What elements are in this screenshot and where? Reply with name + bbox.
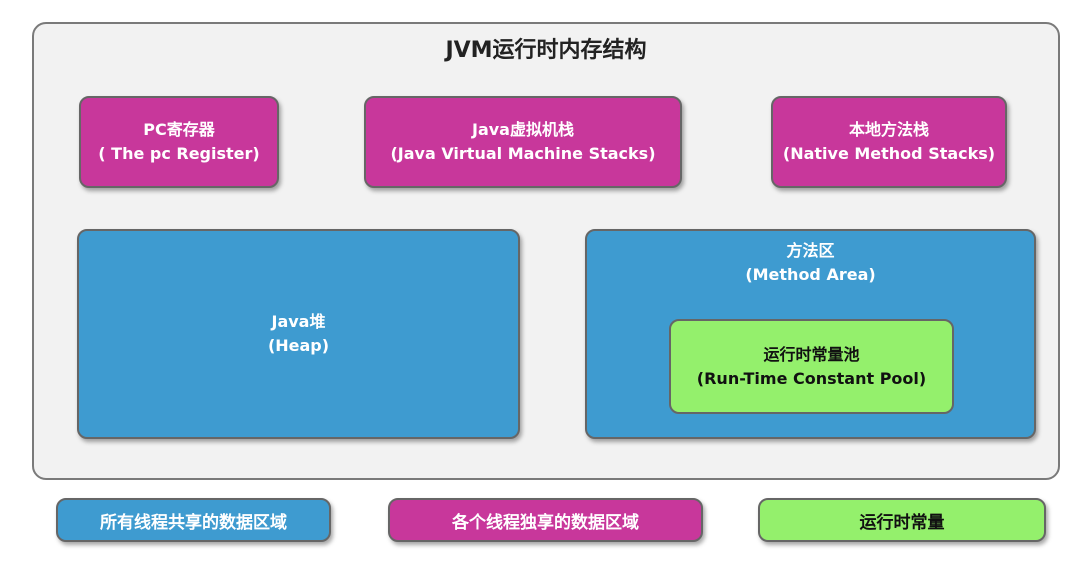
jvm-stacks-cn: Java虚拟机栈 bbox=[472, 120, 574, 139]
method-area-en: (Method Area) bbox=[745, 265, 876, 284]
constant-pool-cn: 运行时常量池 bbox=[763, 344, 860, 364]
legend-exclusive: 各个线程独享的数据区域 bbox=[388, 498, 703, 542]
jvm-runtime-memory-frame: JVM运行时内存结构 PC寄存器 ( The pc Register) Java… bbox=[32, 22, 1060, 480]
constant-pool-en: (Run-Time Constant Pool) bbox=[696, 368, 927, 388]
method-area-cn: 方法区 bbox=[786, 241, 835, 260]
legend-runtime-constant: 运行时常量 bbox=[758, 498, 1046, 542]
native-stacks-en: (Native Method Stacks) bbox=[782, 144, 996, 163]
heap-box: Java堆 (Heap) bbox=[77, 229, 520, 439]
legend-runtime-constant-label: 运行时常量 bbox=[859, 512, 945, 533]
native-stacks-box: 本地方法栈 (Native Method Stacks) bbox=[771, 96, 1007, 188]
legend-shared: 所有线程共享的数据区域 bbox=[56, 498, 331, 542]
heap-cn: Java堆 bbox=[271, 312, 326, 331]
method-area-box: 方法区 (Method Area) 运行时常量池 (Run-Time Const… bbox=[585, 229, 1036, 439]
pc-register-en: ( The pc Register) bbox=[98, 144, 260, 163]
heap-en: (Heap) bbox=[267, 336, 330, 355]
jvm-stacks-box: Java虚拟机栈 (Java Virtual Machine Stacks) bbox=[364, 96, 682, 188]
native-stacks-cn: 本地方法栈 bbox=[848, 120, 929, 139]
pc-register-cn: PC寄存器 bbox=[143, 120, 215, 139]
legend-exclusive-label: 各个线程独享的数据区域 bbox=[452, 512, 639, 533]
legend-shared-label: 所有线程共享的数据区域 bbox=[100, 512, 287, 533]
jvm-stacks-en: (Java Virtual Machine Stacks) bbox=[390, 144, 656, 163]
constant-pool-box: 运行时常量池 (Run-Time Constant Pool) bbox=[669, 319, 954, 414]
diagram-title: JVM运行时内存结构 bbox=[445, 38, 647, 63]
pc-register-box: PC寄存器 ( The pc Register) bbox=[79, 96, 279, 188]
